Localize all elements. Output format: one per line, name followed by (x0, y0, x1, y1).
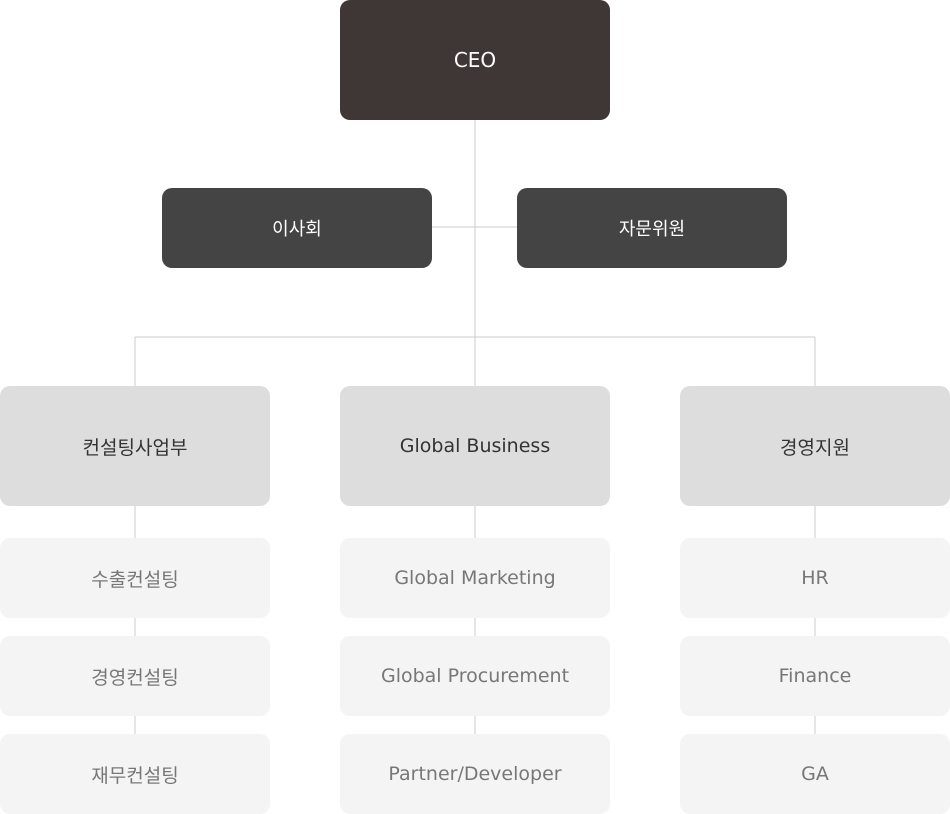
board-of-directors-box: 이사회 (162, 188, 432, 268)
department-consulting-label: 컨설팅사업부 (82, 436, 188, 459)
team-box: Global Procurement (340, 636, 610, 716)
team-box: 재무컨설팅 (0, 734, 270, 814)
department-global-business-box: Global Business (340, 386, 610, 506)
advisory-committee-label: 자문위원 (618, 219, 686, 240)
team-box: Finance (680, 636, 950, 716)
department-global-business-label: Global Business (399, 435, 551, 457)
team-box: 수출컨설팅 (0, 538, 270, 618)
department-management-support-label: 경영지원 (780, 436, 850, 459)
team-label: HR (801, 567, 829, 589)
team-label: 재무컨설팅 (91, 764, 179, 787)
team-box: GA (680, 734, 950, 814)
team-label: 경영컨설팅 (91, 666, 179, 689)
team-label: Finance (778, 665, 852, 687)
department-consulting-box: 컨설팅사업부 (0, 386, 270, 506)
team-box: Global Marketing (340, 538, 610, 618)
advisory-committee-box: 자문위원 (517, 188, 787, 268)
team-box: 경영컨설팅 (0, 636, 270, 716)
department-management-support-box: 경영지원 (680, 386, 950, 506)
team-label: Global Marketing (394, 567, 556, 589)
team-box: HR (680, 538, 950, 618)
team-box: Partner/Developer (340, 734, 610, 814)
team-label: GA (801, 763, 829, 785)
ceo-label: CEO (453, 48, 497, 72)
team-label: Partner/Developer (388, 763, 562, 785)
board-of-directors-label: 이사회 (272, 219, 322, 240)
team-label: 수출컨설팅 (91, 568, 179, 591)
team-label: Global Procurement (380, 665, 570, 687)
ceo-box: CEO (340, 0, 610, 120)
